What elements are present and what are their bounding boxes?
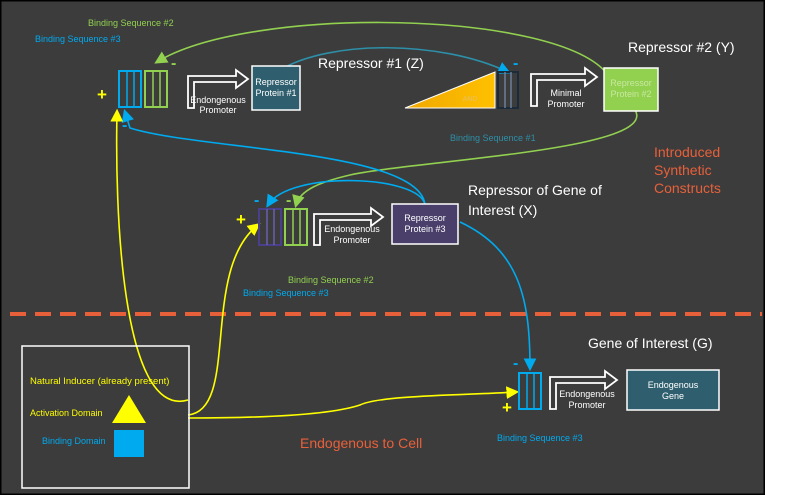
x-title-line2: Interest (X) [468,202,537,218]
bs3-box-gene [518,372,542,410]
r2-protein-line2: Protein #2 [610,89,651,99]
r1-bs3-label: Binding Sequence #3 [35,34,121,44]
r2-promoter-line2: Promoter [547,99,584,109]
gene-bs3-label: Binding Sequence #3 [497,433,583,443]
r2-bs1-label: Binding Sequence #1 [450,133,536,143]
green-arc-r2-to-x [292,109,638,209]
r2-protein-box [603,67,659,112]
gene-promoter-line1: Endongenous [559,389,615,399]
bs2-box-x [284,208,308,246]
x-promoter-line1: Endongenous [324,224,380,234]
x-protein-line2: Protein #3 [404,224,445,234]
x-title-line1: Repressor of Gene of [468,182,602,198]
r1-title: Repressor #1 (Z) [318,55,424,71]
r2-promoter-line1: Minimal [550,88,581,98]
bs3-box-x [258,208,282,246]
construct-repressor-x: Endongenous Promoter Repressor Protein #… [236,182,602,298]
gene-box [626,369,720,411]
construct-repressor-2: AND - Minimal Promoter Repressor Protein… [404,39,735,143]
introduced-line1: Introduced [654,144,720,160]
x-plus-sign: + [236,210,246,229]
inducer-title: Natural Inducer (already present) [30,376,169,387]
blue-arc-x-to-gene [459,221,537,372]
r1-bs2-label: Binding Sequence #2 [88,18,174,28]
r2-minus-sign: - [513,55,518,72]
promoter-arrow-r1 [187,68,250,109]
x-bs3-label: Binding Sequence #3 [243,288,329,298]
gene-box-line1: Endogenous [648,380,699,390]
r1-promoter-line1: Endongenous [190,95,246,105]
gene-box-line2: Gene [662,391,684,401]
x-bs2-label: Binding Sequence #2 [288,275,374,285]
teal-arc-r1-to-bs1 [279,46,511,74]
endogenous-label: Endogenous to Cell [300,435,422,451]
activation-domain-triangle [112,395,146,423]
activation-domain-label: Activation Domain [30,408,103,418]
yellow-line-to-r1 [110,108,189,403]
binding-domain-label: Binding Domain [42,436,106,446]
blue-arc-x-self [266,179,426,208]
introduced-line2: Synthetic [654,162,712,178]
gene-title: Gene of Interest (G) [588,335,713,351]
bs3-box-r1 [118,70,142,108]
r1-protein-line2: Protein #1 [255,88,296,98]
natural-inducer: Natural Inducer (already present) Activa… [21,345,190,489]
r1-promoter-line2: Promoter [199,105,236,115]
promoter-arrow-r2 [530,66,599,107]
r1-minus-sign-bottom: - [122,117,127,134]
promoter-arrow-x [313,206,385,246]
construct-gene-of-interest: Gene of Interest (G) - + Endongenous Pro… [497,335,720,443]
bs1-box-r2 [497,71,519,109]
construct-repressor-1: Endongenous Promoter Repressor Protein #… [35,18,424,134]
r2-protein-line1: Repressor [610,78,652,88]
promoter-arrow-gene [549,369,619,410]
x-protein-box [391,203,459,245]
bs2-box-r1 [144,70,168,108]
introduced-line3: Constructs [654,180,721,196]
r1-minus-sign-top: - [171,55,176,72]
r1-protein-box [251,65,301,111]
x-minus-sign-blue: - [254,192,259,209]
r1-plus-sign: + [97,85,107,104]
ramp-label: AND [463,96,478,103]
yellow-line-to-x [187,223,261,416]
inducer-box [21,345,190,489]
binding-domain-square [114,430,144,457]
x-promoter-line2: Promoter [333,235,370,245]
yellow-line-to-gene [187,386,520,419]
green-feedback-arc [154,21,609,76]
blue-arc-x-to-r1 [121,108,426,206]
gene-minus-sign: - [513,355,518,372]
gene-promoter-line2: Promoter [568,400,605,410]
r1-protein-line1: Repressor [255,77,297,87]
r2-title: Repressor #2 (Y) [628,39,735,55]
and-ramp [404,71,496,109]
gene-plus-sign: + [502,398,512,417]
x-protein-line1: Repressor [404,213,446,223]
x-minus-sign-green: - [286,192,291,209]
